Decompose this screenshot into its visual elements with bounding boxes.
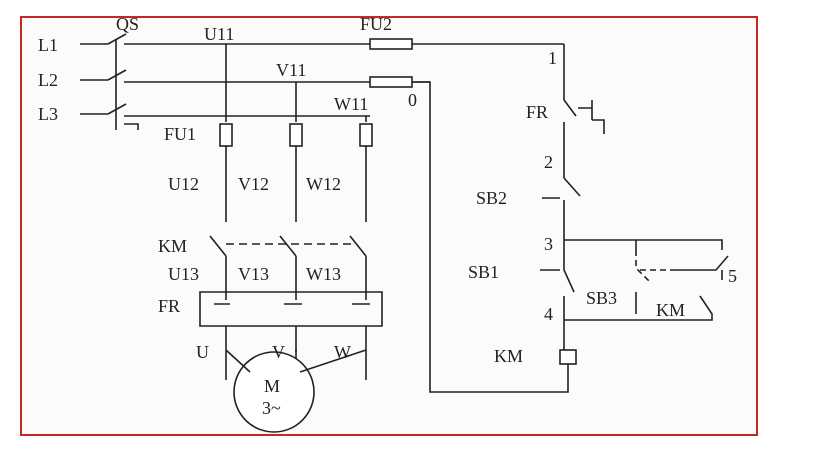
- km-aux-contact: [564, 295, 713, 321]
- km-main-u: [209, 235, 227, 300]
- label-w13: W13: [306, 264, 341, 284]
- label-km-coil: KM: [494, 346, 523, 366]
- label-motor-m: M: [264, 376, 280, 396]
- fr-nc-contact: [563, 99, 605, 178]
- fu2-fuse: [369, 38, 413, 50]
- label-v12: V12: [238, 174, 269, 194]
- label-u11: U11: [204, 24, 234, 44]
- label-w12: W12: [306, 174, 341, 194]
- sb2-stop-contact: [542, 177, 581, 240]
- label-fr-ctrl: FR: [526, 102, 548, 122]
- label-km-aux: KM: [656, 300, 685, 320]
- fu1-w: [359, 123, 373, 147]
- label-u12: U12: [168, 174, 199, 194]
- label-w11: W11: [334, 94, 368, 114]
- label-km-main: KM: [158, 236, 187, 256]
- label-sb3: SB3: [586, 288, 617, 308]
- label-fu2: FU2: [360, 14, 392, 34]
- label-node-5: 5: [728, 266, 737, 286]
- label-sb2: SB2: [476, 188, 507, 208]
- label-node-3: 3: [544, 234, 553, 254]
- label-node-0: 0: [408, 90, 417, 110]
- sb1-start-contact: [563, 240, 575, 314]
- qs-switch: [107, 33, 139, 130]
- label-motor-phase: 3~: [262, 398, 281, 418]
- label-node-4: 4: [544, 304, 553, 324]
- sb3-contact: [635, 250, 676, 283]
- fu1-v: [289, 123, 303, 147]
- label-w: W: [334, 342, 351, 362]
- label-l2: L2: [38, 70, 58, 90]
- label-v13: V13: [238, 264, 269, 284]
- label-fr-main: FR: [158, 296, 180, 316]
- label-node-1: 1: [548, 48, 557, 68]
- label-u13: U13: [168, 264, 199, 284]
- motor-feed-links: [225, 349, 367, 373]
- label-sb1: SB1: [468, 262, 499, 282]
- l3-line: [80, 113, 370, 117]
- motor-circle: [233, 351, 315, 433]
- label-v11: V11: [276, 60, 306, 80]
- fr-thermal: [199, 291, 383, 327]
- label-qs: QS: [116, 14, 139, 34]
- label-u: U: [196, 342, 209, 362]
- km-main-v: [279, 235, 297, 300]
- label-l1: L1: [38, 35, 58, 55]
- fu1-u: [219, 123, 233, 147]
- label-v: V: [272, 342, 285, 362]
- km-main-w: [349, 235, 367, 300]
- km-coil: [559, 349, 577, 365]
- node3-branch: [564, 239, 723, 250]
- label-node-2: 2: [544, 152, 553, 172]
- fu0-fuse: [369, 76, 413, 88]
- l2-line: [80, 79, 410, 83]
- label-fu1: FU1: [164, 124, 196, 144]
- sb3-contact-2: [676, 255, 729, 280]
- label-l3: L3: [38, 104, 58, 124]
